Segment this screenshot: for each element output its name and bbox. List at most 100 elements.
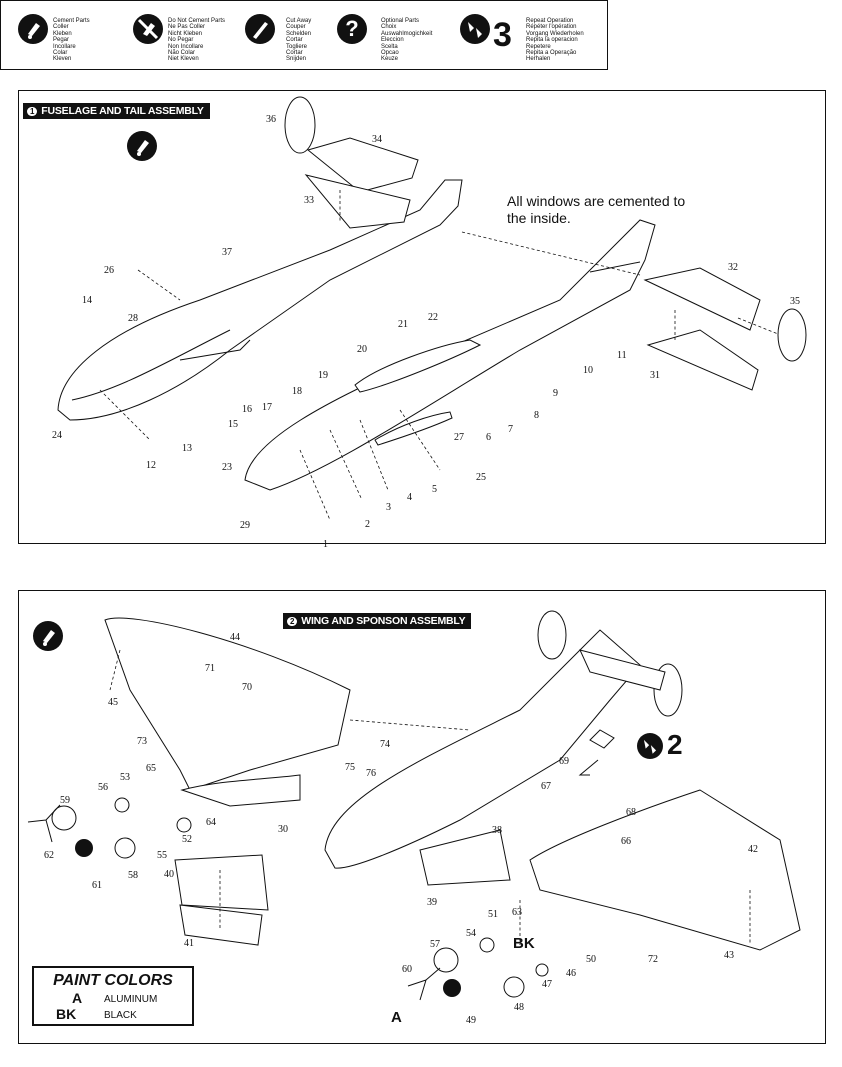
step2-part-number-44: 44	[230, 632, 240, 643]
step1-part-number-26: 26	[104, 265, 114, 276]
left-fuselage-half	[57, 179, 463, 421]
legend-cut-away-text: Cut Away Couper Schelden Cortar Togliere…	[286, 18, 312, 63]
step1-part-number-21: 21	[398, 319, 408, 330]
right-fuselage-half	[244, 219, 656, 491]
assembly-guides	[99, 190, 779, 521]
repeat-count: 2	[667, 729, 683, 760]
step2-part-number-72: 72	[648, 954, 658, 965]
step2-part-number-52: 52	[182, 834, 192, 845]
step1-part-number-10: 10	[583, 365, 593, 376]
paint-code-a: A	[72, 990, 83, 1006]
aluminum-color-label: A	[391, 1009, 402, 1026]
left-wing	[104, 617, 351, 946]
tail-parts	[284, 96, 807, 391]
step2-guides	[109, 649, 751, 945]
step1-part-number-7: 7	[508, 424, 513, 435]
step1-part-number-27: 27	[454, 432, 464, 443]
step1-part-number-28: 28	[128, 313, 138, 324]
engine-parts	[27, 797, 549, 1001]
step1-part-number-19: 19	[318, 370, 328, 381]
step2-part-number-53: 53	[120, 772, 130, 783]
legend-cement-text: Cement Parts Coller Kleben Pegar Incolla…	[53, 18, 90, 63]
step2-part-number-48: 48	[514, 1002, 524, 1013]
step2-title-text: WING AND SPONSON ASSEMBLY	[301, 615, 466, 627]
step2-part-number-49: 49	[466, 1015, 476, 1026]
step1-part-number-6: 6	[486, 432, 491, 443]
optional-parts-icon: ?	[337, 14, 367, 44]
step1-part-number-29: 29	[240, 520, 250, 531]
step1-part-number-8: 8	[534, 410, 539, 421]
repeat-number: 3	[493, 16, 512, 54]
paint-colors-box: PAINT COLORS A ALUMINUM BK BLACK	[32, 966, 194, 1026]
step2-part-number-75: 75	[345, 762, 355, 773]
step2-part-number-40: 40	[164, 869, 174, 880]
black-color-label: BK	[513, 935, 535, 952]
step1-part-number-14: 14	[82, 295, 92, 306]
step2-part-number-51: 51	[488, 909, 498, 920]
legend-optional-text: Optional Parts Choix Auswahlmogichkeit E…	[381, 18, 433, 63]
step1-number: 1	[27, 107, 38, 116]
step2-part-number-39: 39	[427, 897, 437, 908]
repeat-operation-icon	[460, 14, 490, 44]
step2-part-number-67: 67	[541, 781, 551, 792]
step2-part-number-57: 57	[430, 939, 440, 950]
step1-part-number-31: 31	[650, 370, 660, 381]
step1-part-number-12: 12	[146, 460, 156, 471]
step2-part-number-30: 30	[278, 824, 288, 835]
step2-part-number-55: 55	[157, 850, 167, 861]
step1-part-number-15: 15	[228, 419, 238, 430]
do-not-cement-icon	[133, 14, 163, 44]
step2-part-number-50: 50	[586, 954, 596, 965]
step2-part-number-61: 61	[92, 880, 102, 891]
fuselage-assembly	[324, 610, 801, 951]
step1-part-number-36: 36	[266, 114, 276, 125]
step1-part-number-33: 33	[304, 195, 314, 206]
step2-part-number-42: 42	[748, 844, 758, 855]
step1-part-number-17: 17	[262, 402, 272, 413]
step1-part-number-35: 35	[790, 296, 800, 307]
cut-away-icon	[245, 14, 275, 44]
step2-part-number-65: 65	[146, 763, 156, 774]
step2-part-number-63: 63	[512, 907, 522, 918]
step1-part-number-18: 18	[292, 386, 302, 397]
step2-part-number-71: 71	[205, 663, 215, 674]
step2-part-number-43: 43	[724, 950, 734, 961]
step2-part-number-46: 46	[566, 968, 576, 979]
cement-icon	[127, 131, 157, 161]
step2-part-number-73: 73	[137, 736, 147, 747]
step1-part-number-13: 13	[182, 443, 192, 454]
step1-part-number-4: 4	[407, 492, 412, 503]
step2-part-number-68: 68	[626, 807, 636, 818]
step2-part-number-76: 76	[366, 768, 376, 779]
step2-part-number-59: 59	[60, 795, 70, 806]
step2-part-number-56: 56	[98, 782, 108, 793]
paint-name-aluminum: ALUMINUM	[104, 994, 158, 1005]
step1-part-number-11: 11	[617, 350, 627, 361]
step2-part-number-74: 74	[380, 739, 390, 750]
step2-part-number-58: 58	[128, 870, 138, 881]
step1-title-text: FUSELAGE AND TAIL ASSEMBLY	[41, 105, 204, 117]
step1-part-number-3: 3	[386, 502, 391, 513]
step1-part-number-23: 23	[222, 462, 232, 473]
paint-code-bk: BK	[56, 1006, 77, 1022]
step1-part-number-5: 5	[432, 484, 437, 495]
windows-note: All windows are cemented to the inside.	[507, 193, 686, 226]
step2-part-number-69: 69	[559, 756, 569, 767]
step2-part-number-60: 60	[402, 964, 412, 975]
cement-icon	[33, 621, 63, 651]
cement-icon	[18, 14, 48, 44]
step2-part-number-45: 45	[108, 697, 118, 708]
step1-part-number-2: 2	[365, 519, 370, 530]
step1-part-number-16: 16	[242, 404, 252, 415]
repeat-operation-icon	[637, 733, 663, 759]
step2-part-number-38: 38	[492, 825, 502, 836]
legend-repeat-text: Repeat Operation Répéter l'opération Vor…	[526, 18, 584, 63]
step2-part-number-54: 54	[466, 928, 476, 939]
step1-part-number-20: 20	[357, 344, 367, 355]
